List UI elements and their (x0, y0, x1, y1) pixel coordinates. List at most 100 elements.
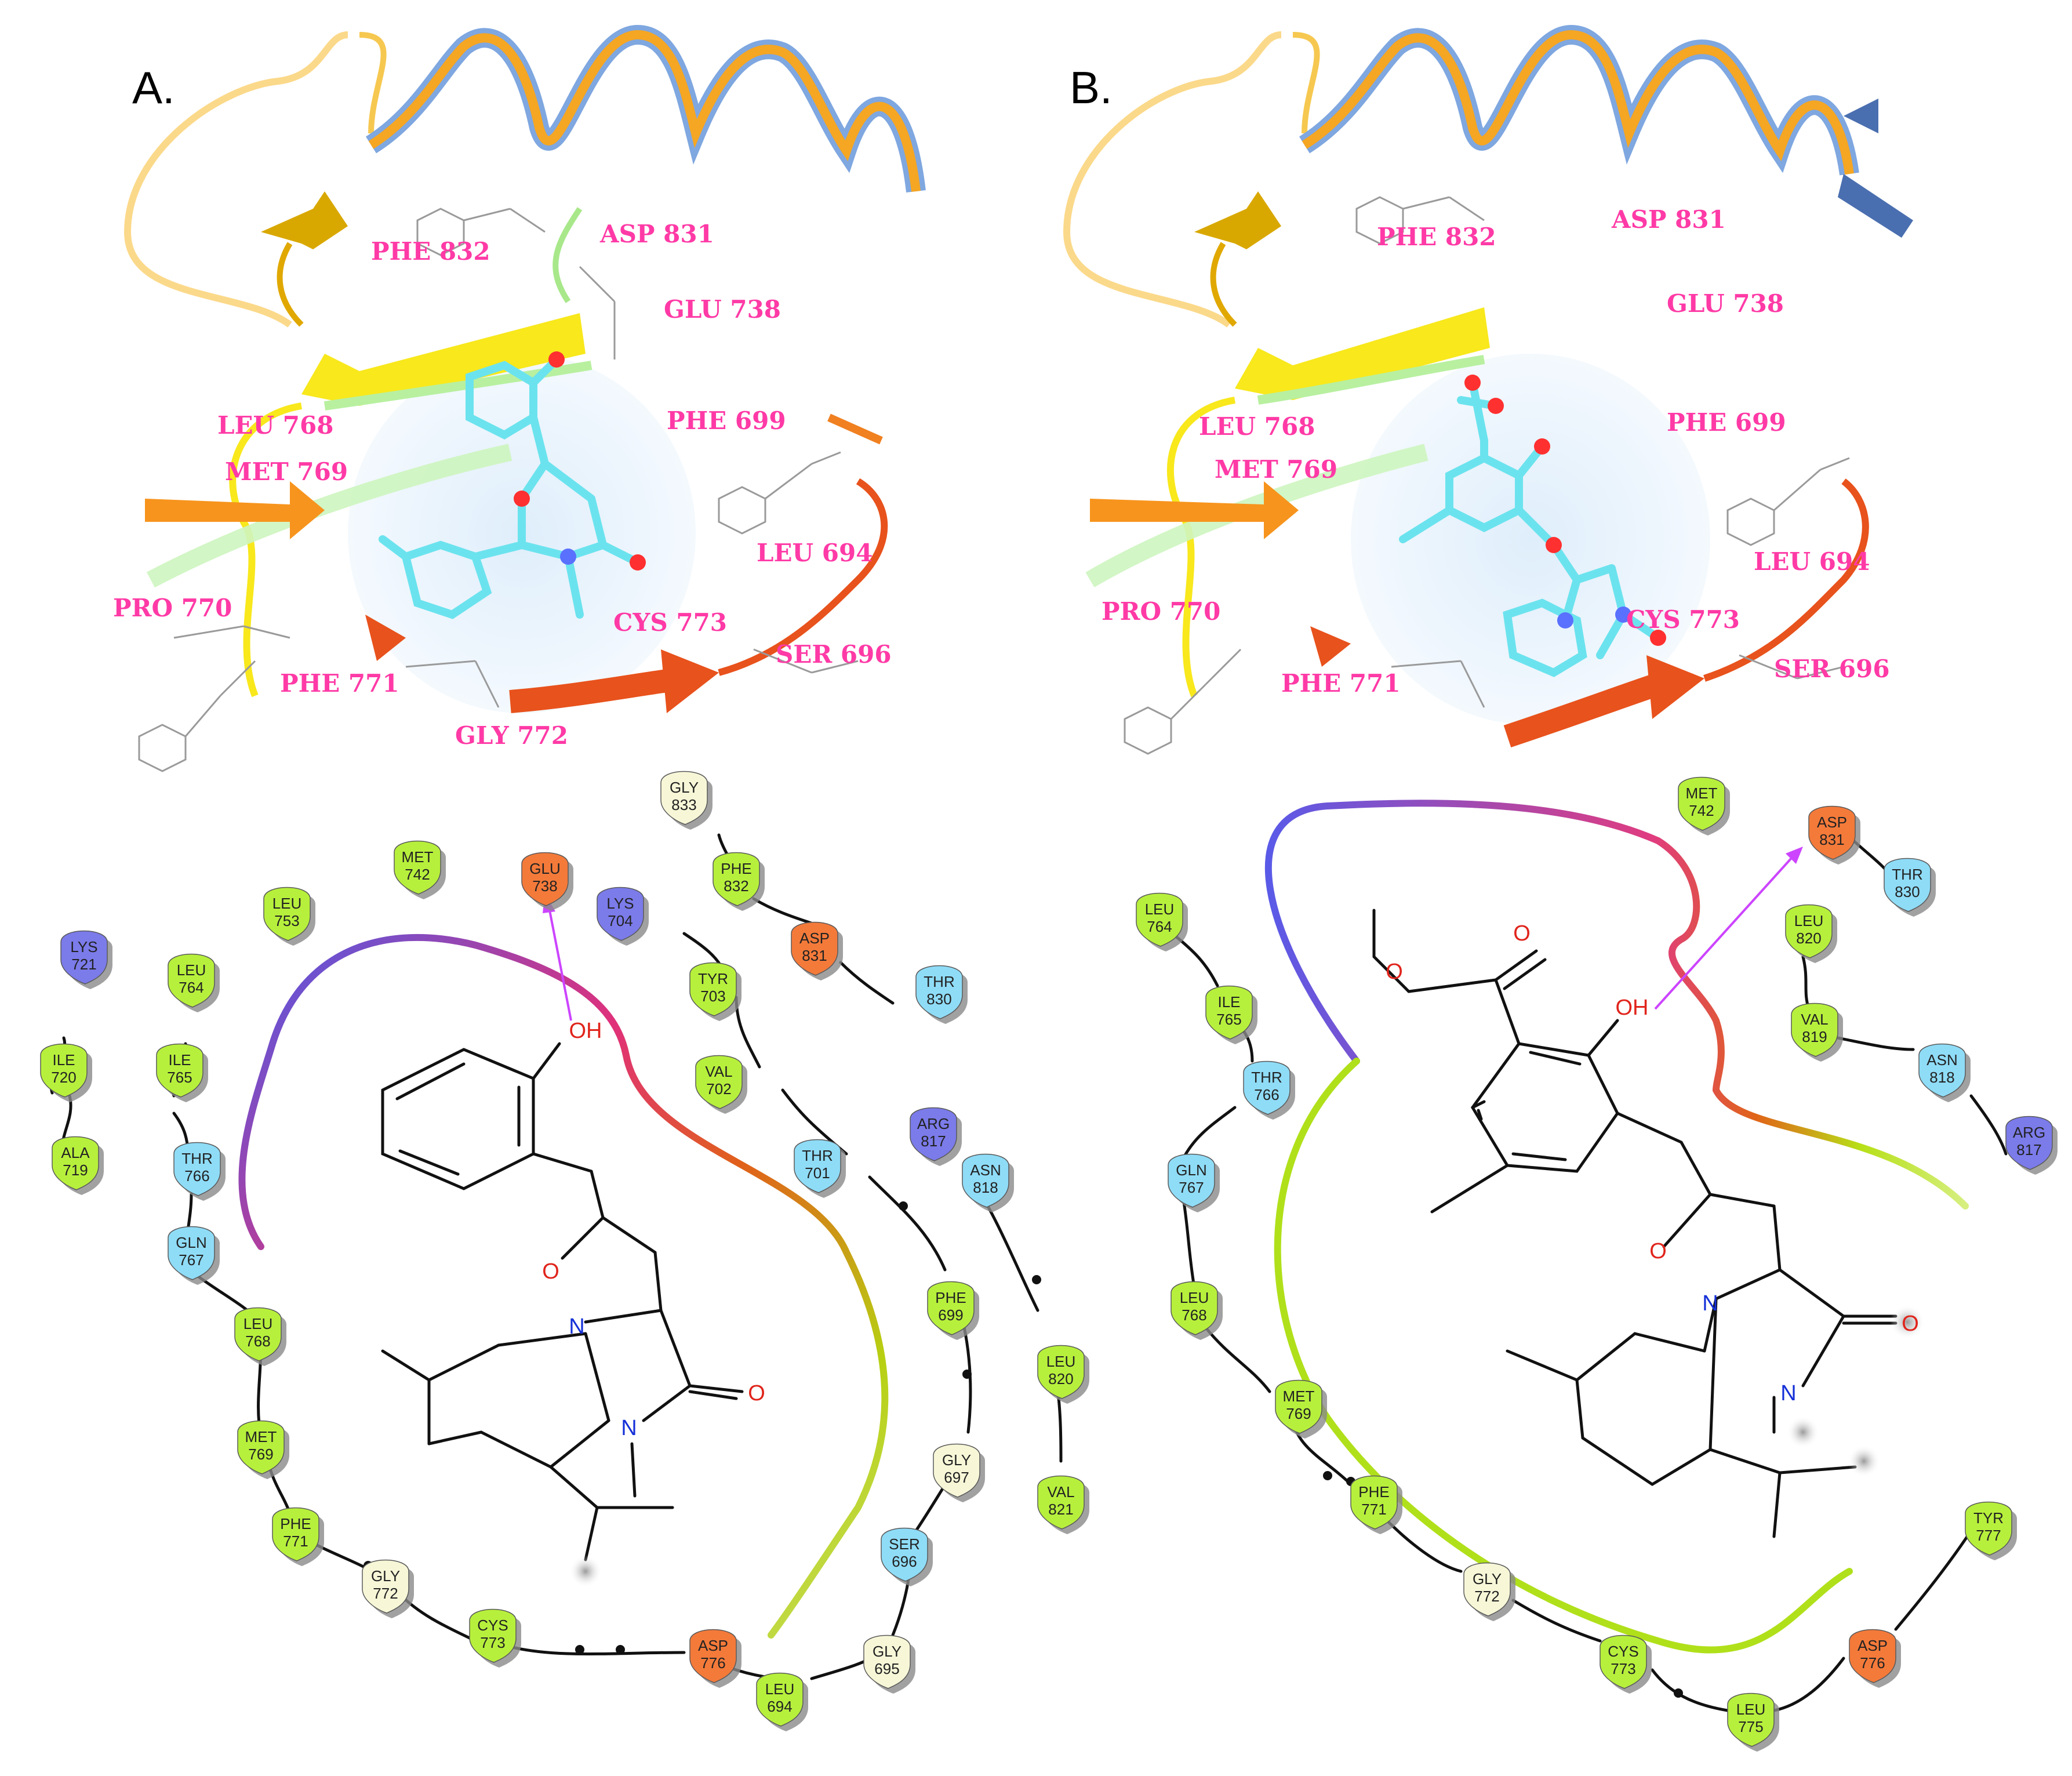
residue-number: 694 (767, 1698, 792, 1715)
residue-number: 820 (1796, 929, 1821, 947)
chain-segment (839, 961, 895, 1005)
panel-b-3d-view: B. (1063, 24, 1913, 755)
ligand-3d (1399, 379, 1662, 677)
atom-o: O (1513, 921, 1531, 946)
label-pro-770: PRO 770 (113, 594, 232, 622)
loop-ribbon (123, 31, 348, 328)
ligand-2d-structure: OH O N O N (381, 1019, 765, 1588)
residue-number: 720 (51, 1069, 76, 1086)
residue-shape (1678, 776, 1725, 831)
residue-shape (1205, 985, 1253, 1040)
residue-number: 833 (671, 796, 696, 813)
residue-shape (362, 1559, 409, 1614)
residue-number: 817 (921, 1132, 946, 1150)
residue-name: LEU (243, 1315, 273, 1332)
label-leu-768: LEU 768 (1199, 412, 1315, 441)
residue-shape (1965, 1501, 2012, 1556)
residue-name: ILE (1217, 993, 1240, 1011)
panel-a-label: A. (132, 62, 175, 113)
residue-shape (521, 852, 569, 906)
residue-shape (1037, 1475, 1085, 1530)
strand-arrow (1844, 99, 1878, 133)
hbond-arrow (548, 910, 572, 1021)
label-phe-771: PHE 771 (1281, 669, 1401, 698)
residue-name: ARG (2013, 1124, 2045, 1141)
beta-strand (1235, 307, 1490, 400)
backbone-chains (1164, 822, 2008, 1712)
residue-number: 772 (373, 1585, 398, 1602)
loop-ribbon (718, 478, 888, 676)
panel-b-2d-interaction-diagram: OH O O O N O N MET742ASP831LEU764THR830L… (1136, 776, 2058, 1752)
residue-shape (1243, 1060, 1291, 1115)
residue-number: 699 (938, 1306, 963, 1324)
residue-name: SER (889, 1535, 919, 1553)
residue-number: 766 (1254, 1086, 1279, 1103)
residue-number: 702 (706, 1080, 731, 1098)
chain-segment (1772, 1657, 1845, 1712)
residue-shape (791, 921, 838, 976)
strand-arrow (1194, 191, 1281, 249)
residue-name: GLY (942, 1451, 971, 1469)
atom-n: N (1780, 1381, 1796, 1405)
residue-sticks (138, 208, 859, 772)
residue-name: MET (1283, 1388, 1315, 1405)
residue-name: LEU (1180, 1289, 1209, 1306)
residue-number: 765 (167, 1069, 192, 1086)
residue-name: ASN (970, 1161, 1001, 1179)
residue-shape (713, 852, 760, 906)
solvent-exposure-marker (569, 1555, 602, 1588)
residue-number: 704 (608, 912, 632, 929)
atom-o: O (748, 1381, 765, 1405)
loop-ribbon (1292, 32, 1320, 134)
chain-segment (1836, 1036, 1915, 1051)
residue-number: 764 (1147, 918, 1172, 935)
loop-ribbon (1210, 242, 1237, 327)
ligand-3d-heteroatoms (1464, 375, 1666, 646)
residue-shape (660, 771, 708, 825)
hbond-arrowhead (1786, 847, 1803, 864)
residue-number: 819 (1802, 1028, 1827, 1045)
residue-number: 817 (2016, 1141, 2041, 1158)
residue-number: 765 (1216, 1011, 1241, 1028)
label-leu-768: LEU 768 (217, 411, 333, 440)
panel-a-3d-view: A. (113, 24, 926, 772)
residue-name: GLY (1473, 1570, 1502, 1588)
atom-n: N (569, 1314, 584, 1339)
residue-number: 773 (480, 1634, 505, 1651)
strand-arrow (261, 191, 348, 249)
residue-number: 719 (63, 1161, 88, 1179)
residue-number: 831 (802, 947, 827, 964)
residue-name: TYR (1973, 1509, 2004, 1527)
residue-shape (1808, 805, 1856, 860)
label-leu-694: LEU 694 (757, 539, 873, 567)
residue-name: ILE (168, 1051, 191, 1069)
residue-shape (156, 1043, 203, 1098)
hbond-arrow (1654, 857, 1793, 1010)
residue-shape (1600, 1635, 1647, 1689)
residue-name: THR (802, 1147, 833, 1164)
ligand-3d (379, 355, 642, 619)
residue-name: THR (1251, 1069, 1282, 1086)
atom-n: N (621, 1416, 637, 1440)
residue-name: GLY (670, 779, 699, 796)
loop-ribbon (1703, 478, 1869, 682)
atom-o: O (542, 1259, 559, 1284)
residue-number: 773 (1611, 1660, 1635, 1677)
chain-dots (363, 1201, 1041, 1654)
